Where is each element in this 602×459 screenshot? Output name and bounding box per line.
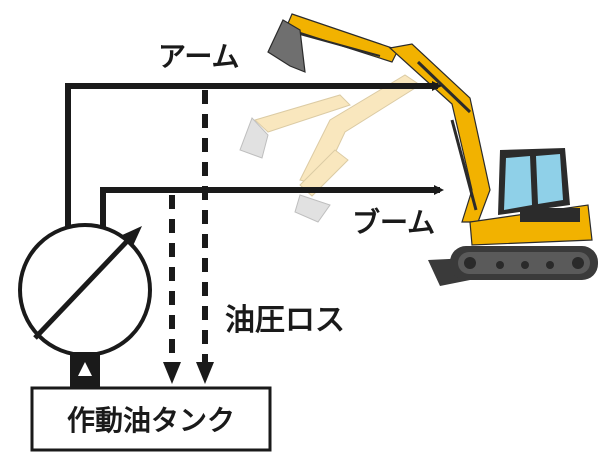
hydraulic-tank [30, 386, 272, 452]
bucket [267, 19, 306, 73]
return-line-2 [163, 195, 181, 384]
boom-supply-line [100, 185, 444, 228]
excavator-body [469, 148, 593, 246]
excavator-illustration [239, 13, 598, 286]
tank-label: 作動油タンク [67, 404, 235, 437]
excavator-boom [388, 43, 491, 223]
variable-pump-symbol [18, 223, 152, 357]
ghost-boom-pose [239, 74, 421, 223]
boom-label: ブーム [352, 206, 435, 239]
oil-loss-label: 油圧ロス [225, 303, 345, 338]
return-line-1 [196, 90, 214, 384]
arm-label: アーム [158, 40, 239, 73]
arm-supply-line [65, 81, 442, 228]
suction-line [70, 352, 100, 390]
excavator-tracks [428, 246, 598, 286]
